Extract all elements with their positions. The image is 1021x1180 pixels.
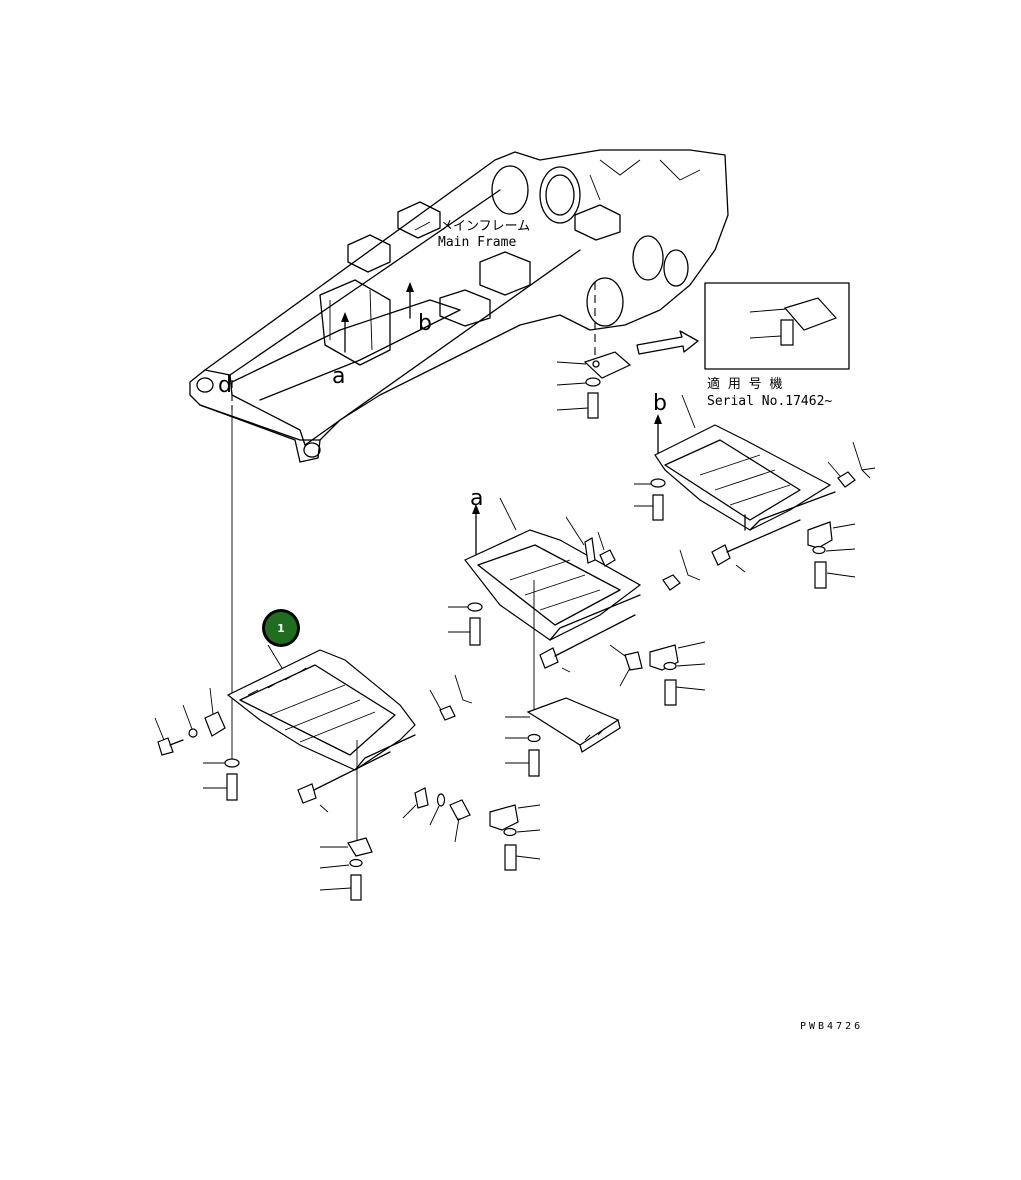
guard-a-assembly: a — [448, 486, 706, 777]
guard-1-assembly — [154, 644, 541, 901]
main-frame-jp-label: メインフレーム — [440, 219, 530, 234]
serial-en-label: Serial No.17462~ — [707, 394, 832, 409]
guard-b-assembly: b — [634, 391, 876, 589]
ref-a-frame-label: a — [332, 364, 345, 389]
ref-a-guard-label: a — [470, 486, 483, 511]
main-frame-en-label: Main Frame — [438, 235, 516, 250]
callout-number: 1 — [277, 622, 285, 635]
serial-jp-label: 適 用 号 機 — [707, 376, 782, 392]
main-frame: d a b — [189, 149, 729, 463]
ref-d-label: d — [218, 373, 232, 398]
ref-b-frame-label: b — [418, 311, 432, 336]
ref-b-guard-label: b — [653, 391, 667, 416]
callout-circle-icon — [265, 612, 297, 644]
part-callout-1[interactable]: 1 — [262, 609, 300, 647]
serial-inset-box — [704, 282, 850, 370]
cover-plate-assembly — [556, 351, 632, 419]
drawing-code: PWB4726 — [800, 1021, 863, 1032]
outline-arrow-right-icon — [636, 330, 699, 355]
